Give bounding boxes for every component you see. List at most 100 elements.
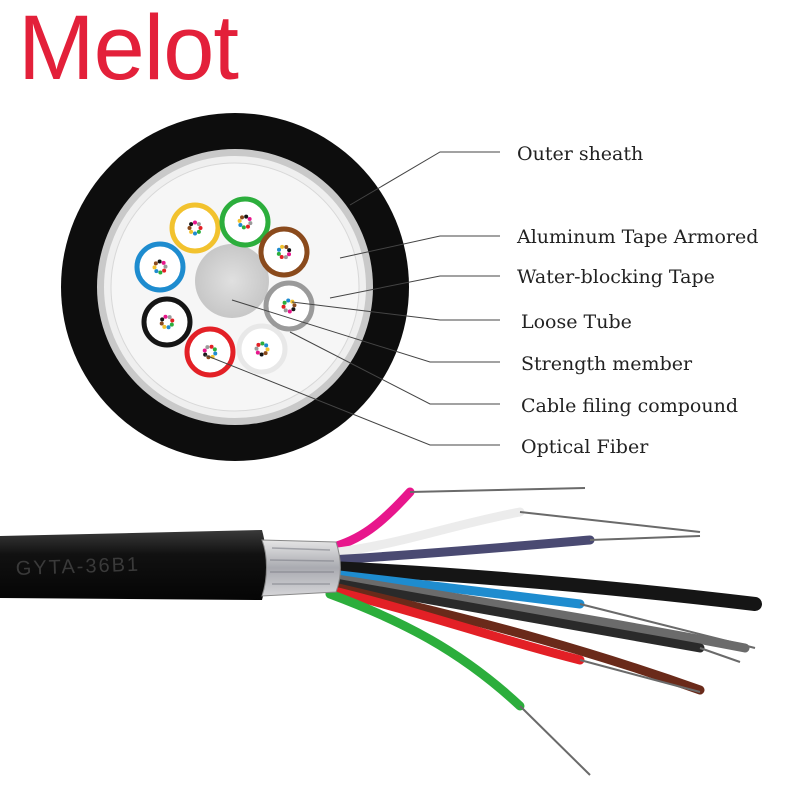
fiber-dot — [287, 248, 292, 253]
fiber-dot — [159, 321, 164, 326]
fiber-core-tip — [699, 647, 741, 663]
fiber-dot — [212, 347, 217, 352]
fiber-dot — [198, 226, 203, 230]
fiber-dot — [189, 222, 194, 227]
stripped-cable: GYTA-36B1 — [0, 487, 762, 776]
component-labels: Outer sheath Aluminum Tape Armored Water… — [516, 143, 758, 458]
fiber-strand — [325, 535, 595, 565]
fiber-dot — [256, 342, 261, 347]
fiber-dot — [255, 350, 260, 355]
fiber-core-tip — [579, 659, 701, 693]
loose-tube — [141, 296, 193, 348]
fiber-dot — [286, 298, 291, 303]
fiber-strand — [325, 589, 525, 711]
fiber-dot — [264, 343, 269, 348]
cable-jacket — [0, 530, 267, 600]
fiber-dot — [169, 322, 174, 327]
fiber-dot — [287, 309, 292, 314]
loose-tube — [184, 326, 236, 378]
cable-cross-section — [61, 113, 409, 461]
fiber-strand — [325, 585, 585, 665]
fiber-dot — [292, 303, 297, 308]
fiber-dot — [238, 222, 243, 227]
leader-line-aluminum-tape — [339, 235, 500, 259]
fiber-dot — [237, 218, 242, 223]
fiber-dot — [160, 317, 165, 322]
fiber-dot — [187, 226, 192, 230]
fiber-core-tip — [519, 511, 701, 533]
fiber-dot — [283, 308, 288, 313]
label-optical-fiber: Optical Fiber — [521, 436, 649, 458]
fiber-dot — [163, 264, 168, 269]
fiber-strand — [325, 581, 705, 695]
brand-logo: Melot — [18, 0, 239, 99]
fiber-dot — [287, 252, 292, 257]
fiber-dot — [193, 220, 197, 225]
fiber-dot — [241, 225, 246, 230]
fiber-dot — [265, 347, 270, 352]
fiber-dot — [276, 251, 281, 256]
leader-line-strength-member — [231, 299, 500, 363]
fiber-dot — [161, 260, 166, 265]
fiber-strand — [325, 487, 415, 553]
fiber-strand — [325, 507, 525, 558]
fiber-dot — [209, 344, 214, 349]
label-water-blocking-tape: Water-blocking Tape — [517, 266, 715, 288]
fiber-dot — [167, 315, 172, 320]
fiber-dot — [284, 244, 289, 249]
fiber-dot — [196, 222, 201, 227]
fiber-dot — [213, 351, 218, 356]
fiber-dot — [279, 255, 284, 260]
leader-line-filling-compound — [289, 331, 500, 405]
fiber-dot — [196, 229, 201, 234]
fiber-dot — [291, 307, 296, 312]
fiber-dot — [202, 348, 207, 353]
label-outer-sheath: Outer sheath — [517, 143, 643, 165]
fiber-dot — [205, 345, 210, 350]
fiber-dot — [153, 261, 158, 266]
fiber-dot — [158, 270, 163, 275]
fiber-strand — [323, 561, 762, 611]
strength-member — [195, 244, 269, 318]
fiber-dot — [259, 352, 264, 357]
fiber-dot — [283, 255, 288, 260]
leader-lines — [204, 151, 500, 446]
leader-line-outer-sheath — [349, 151, 500, 206]
fiber-core-tip — [589, 535, 701, 541]
cable-print-marking: GYTA-36B1 — [15, 554, 140, 580]
fiber-dot — [282, 300, 287, 305]
fiber-dot — [281, 304, 286, 309]
fiber-dot — [247, 217, 252, 222]
label-aluminum-tape: Aluminum Tape Armored — [516, 226, 758, 248]
fiber-dot — [244, 214, 249, 219]
loose-tubes — [134, 196, 315, 378]
fiber-strand — [325, 569, 585, 609]
fiber-bundle — [323, 487, 762, 776]
leader-line-water-blocking — [329, 275, 500, 299]
fiber-dot — [162, 324, 167, 329]
fiber-dot — [157, 259, 162, 264]
fiber-core-tip — [409, 487, 586, 493]
fiber-core-tip — [519, 705, 591, 776]
loose-tube — [219, 196, 271, 248]
loose-tube — [236, 323, 288, 375]
fiber-dot — [263, 351, 268, 356]
fiber-dot — [154, 269, 159, 274]
fiber-dot — [166, 325, 171, 330]
fiber-strand — [325, 573, 750, 653]
loose-tube — [258, 226, 310, 278]
fiber-dot — [254, 346, 259, 351]
armor-tape-texture — [269, 547, 335, 585]
fiber-dot — [248, 221, 253, 226]
fiber-strand — [325, 577, 705, 653]
label-strength-member: Strength member — [521, 353, 693, 375]
fiber-dot — [163, 314, 168, 319]
fiber-dot — [170, 318, 175, 323]
armor-tape-section — [261, 539, 341, 597]
loose-tube — [134, 241, 186, 293]
fiber-dot — [280, 244, 285, 249]
label-filling-compound: Cable filing compound — [521, 395, 738, 417]
fiber-dot — [245, 224, 250, 229]
fiber-dot — [162, 268, 167, 273]
